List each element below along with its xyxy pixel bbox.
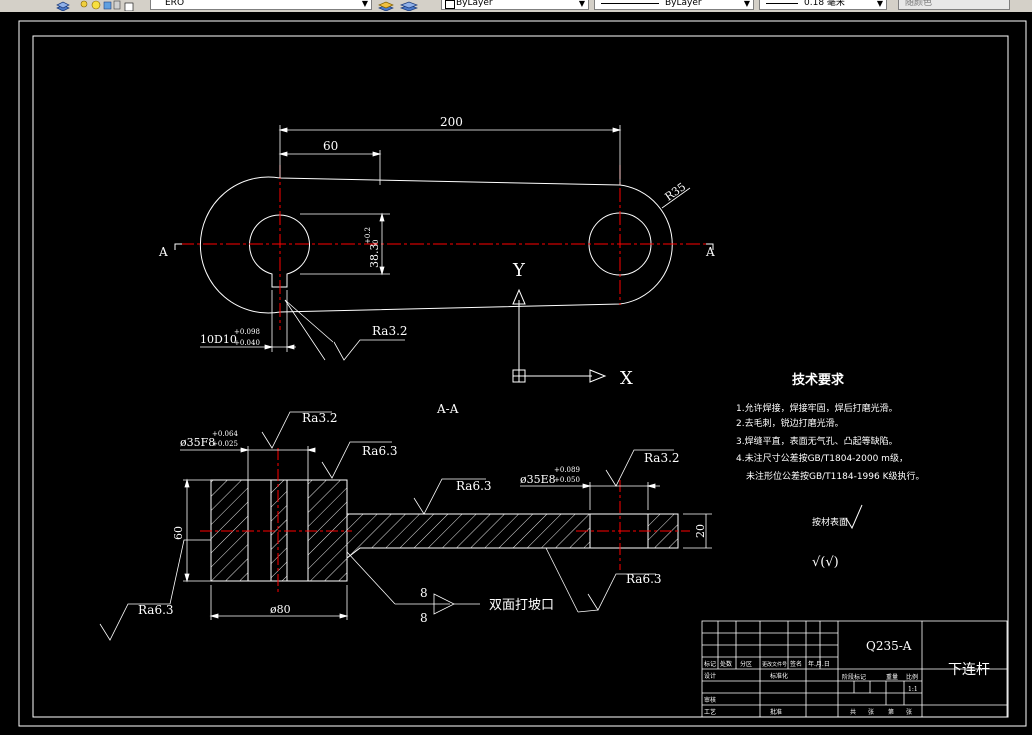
tech-title: 技术要求	[792, 372, 845, 388]
section-mark-left: A	[158, 245, 168, 259]
dim-38-tol2: 0	[372, 240, 380, 244]
tb-hdr-1: 处数	[720, 660, 732, 668]
tb-sheet-1: 张	[868, 708, 874, 716]
section-view	[210, 479, 679, 582]
tb-row-standard: 标准化	[770, 672, 788, 680]
linetype-preview	[601, 3, 659, 4]
layer-combo[interactable]: ERO ▼	[150, 0, 372, 10]
left-bore-keyway	[249, 214, 310, 288]
ucs-x-label: X	[620, 368, 633, 389]
ra-3-2-b: Ra3.2	[644, 451, 680, 465]
dim-200: 200	[440, 115, 463, 129]
ra-6-3-a: Ra6.3	[362, 444, 398, 458]
tech-item-5: 未注形位公差按GB/T1184-1996 K级执行。	[746, 470, 925, 482]
tech-item-2: 2.去毛刺，锐边打磨光滑。	[736, 417, 844, 429]
roughness-check-icon	[845, 504, 863, 530]
dim-38: 38.3	[368, 244, 381, 269]
tb-hdr-4: 签名	[790, 660, 802, 668]
tb-sheet-0: 共	[850, 708, 856, 716]
tb-hdr-3: 更改文件号	[762, 661, 787, 668]
dim-35e8-tol-lower: +0.050	[554, 476, 580, 484]
title-material: Q235-A	[866, 639, 912, 653]
dim-38-tol: +0.2	[364, 227, 372, 244]
tb-sheet-2: 第	[888, 708, 894, 716]
dim-10d10-tol-upper: +0.098	[234, 328, 260, 336]
layer-combo-value: ERO	[165, 0, 185, 8]
section-dimensions	[99, 411, 712, 641]
title-part-name: 下连杆	[948, 662, 990, 678]
title-block	[701, 620, 1008, 718]
tb-scale: 1:1	[908, 686, 918, 693]
ra-3-2-top: Ra3.2	[372, 324, 408, 338]
layer-manager-icon[interactable]	[56, 0, 70, 11]
dim-35e8-tol-upper: +0.089	[554, 466, 580, 474]
top-view-centerlines	[180, 165, 712, 330]
dim-35f8-tol-lower: +0.025	[212, 440, 238, 448]
tb-stage-0: 阶段标记	[842, 673, 866, 681]
outer-frame	[18, 20, 1027, 727]
chevron-down-icon: ▼	[361, 0, 369, 8]
tb-hdr-0: 标记	[704, 660, 716, 668]
dim-r35: R35	[662, 180, 688, 203]
color-combo[interactable]: ByLayer ▼	[441, 0, 589, 10]
dim-60-section: 60	[172, 526, 185, 540]
dim-80: ø80	[270, 603, 291, 616]
tb-row-review: 审核	[704, 696, 716, 704]
tb-sheet-3: 张	[906, 708, 912, 716]
tech-item-4: 4.未注尺寸公差按GB/T1804-2000 m级，	[736, 452, 908, 464]
dim-10d10-tol-lower: +0.040	[234, 339, 260, 347]
ra-6-3-c: Ra6.3	[138, 603, 174, 617]
lineweight-preview	[766, 3, 798, 4]
weld-8-top: 8	[420, 586, 428, 600]
link-outline	[199, 176, 673, 314]
tb-hdr-5: 年.月.日	[808, 660, 830, 668]
chevron-down-icon: ▼	[578, 0, 586, 8]
tb-row-design: 设计	[704, 672, 716, 680]
color-swatch-icon	[445, 0, 455, 9]
chevron-down-icon: ▼	[876, 0, 884, 8]
ra-6-3-b: Ra6.3	[456, 479, 492, 493]
lineweight-combo-value: 0.18 毫米	[804, 0, 845, 8]
tech-item-3: 3.焊缝平直，表面无气孔、凸起等缺陷。	[736, 435, 898, 447]
top-dimensions	[200, 125, 691, 361]
plotstyle-combo[interactable]: 随颜色	[898, 0, 1010, 10]
weld-note: 双面打坡口	[489, 598, 554, 613]
dim-20: 20	[694, 524, 707, 538]
dim-10d10: 10D10	[200, 333, 237, 346]
ucs-icon	[512, 288, 607, 383]
ra-3-2-a: Ra3.2	[302, 411, 338, 425]
plotstyle-combo-value: 随颜色	[905, 0, 933, 8]
tb-stage-2: 比例	[906, 673, 918, 681]
dim-35f8-tol-upper: +0.064	[212, 430, 238, 438]
weld-8-bottom: 8	[420, 611, 428, 625]
tb-row-process: 工艺	[704, 708, 716, 716]
section-title: A-A	[436, 402, 459, 416]
chevron-down-icon: ▼	[743, 0, 751, 8]
section-mark-right: A	[705, 245, 715, 259]
lineweight-combo[interactable]: 0.18 毫米 ▼	[759, 0, 887, 10]
roughness-note: 按材表面	[812, 516, 848, 528]
roughness-legend: √(√)	[812, 555, 839, 570]
linetype-combo-value: ByLayer	[665, 0, 702, 8]
layer-previous-icon[interactable]	[400, 0, 418, 11]
section-centerlines	[200, 448, 690, 595]
linetype-combo[interactable]: ByLayer ▼	[594, 0, 754, 10]
tb-hdr-2: 分区	[740, 660, 752, 668]
inner-frame	[32, 35, 1009, 718]
properties-toolbar: ERO ▼ ByLayer ▼ ByLayer ▼ 0.18 毫米 ▼ 随颜色	[0, 0, 1032, 13]
make-object-layer-icon[interactable]	[378, 0, 394, 11]
drawing-canvas[interactable]: A A 200 60 R35 38.3 +0.2 0 10D10 +0.098 …	[0, 12, 1032, 735]
layer-state-icons[interactable]	[80, 0, 152, 11]
ucs-y-label: Y	[512, 260, 526, 281]
tb-stage-1: 重量	[886, 673, 898, 681]
ra-6-3-d: Ra6.3	[626, 572, 662, 586]
top-view	[199, 176, 673, 314]
dim-35e8: ø35E8	[520, 473, 556, 486]
tech-item-1: 1.允许焊接，焊接牢固，焊后打磨光滑。	[736, 402, 898, 414]
tb-row-approve: 批准	[770, 708, 782, 716]
color-combo-value: ByLayer	[456, 0, 493, 8]
dim-60-top: 60	[323, 139, 338, 153]
section-marks	[174, 243, 714, 250]
dim-35f8: ø35F8	[180, 436, 215, 449]
